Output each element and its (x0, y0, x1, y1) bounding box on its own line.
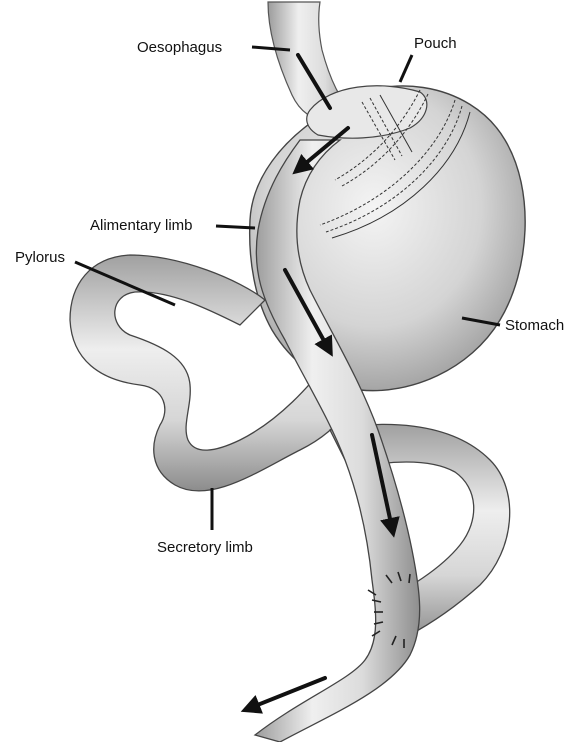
label-secretory-limb: Secretory limb (157, 540, 253, 555)
label-pylorus: Pylorus (15, 250, 65, 265)
label-stomach: Stomach (505, 318, 564, 333)
label-alimentary-limb: Alimentary limb (90, 218, 193, 233)
label-oesophagus: Oesophagus (137, 40, 222, 55)
label-pouch: Pouch (414, 36, 457, 51)
